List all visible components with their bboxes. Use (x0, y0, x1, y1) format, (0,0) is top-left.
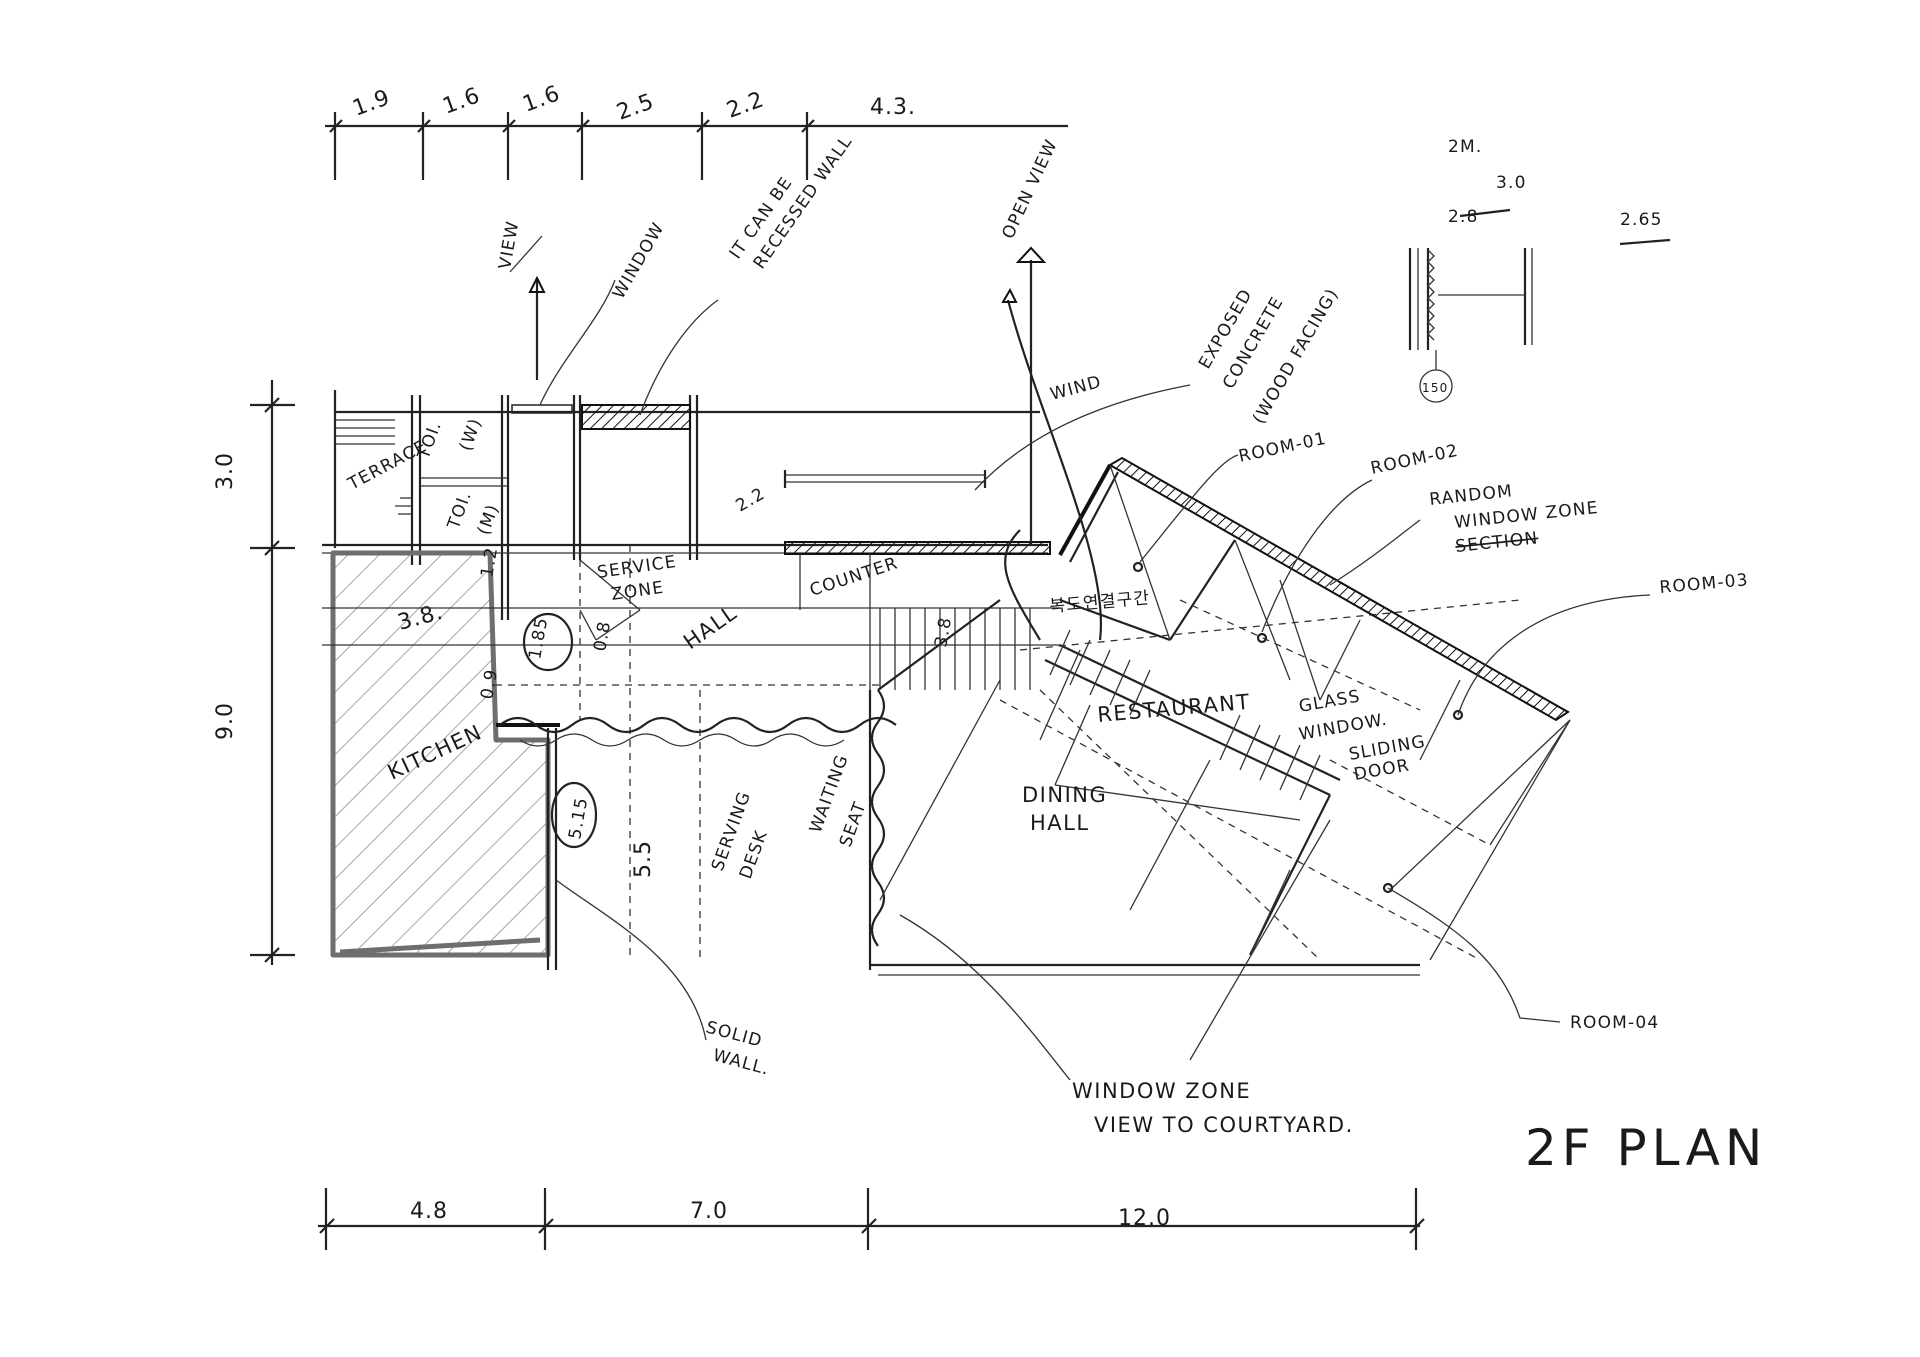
drawing-title: 2F PLAN (1525, 1119, 1767, 1177)
left-dim-bottom: 9.0 (213, 702, 238, 740)
recessed-leader (639, 299, 719, 416)
top-dimension-line (325, 112, 1068, 180)
dim-5-5: 5.5 (631, 840, 656, 878)
window-zone-leader (899, 914, 1071, 1081)
top-dim-5: 2.2 (724, 87, 768, 123)
window-leader (539, 279, 616, 406)
dim-0-8: 0.8 (590, 619, 615, 653)
toilet-m-label: TOI. (444, 488, 476, 532)
solid-wall-leader (555, 879, 707, 1041)
dining-wing (870, 599, 1571, 976)
room01-leader (1139, 454, 1239, 563)
glass-window-label-1: GLASS (1297, 686, 1362, 717)
detail-right-label: 2.65 (1620, 210, 1663, 230)
toilet-m-sub: (M) (474, 501, 504, 537)
dining-hall-label-1: DINING (1022, 783, 1107, 807)
detail-a-label: 2.8 (1448, 207, 1479, 227)
solid-wall-label-1: SOLID (704, 1018, 765, 1052)
top-dim-3: 1.6 (520, 81, 564, 117)
top-dim-6: 4.3. (870, 95, 916, 120)
window-label: WINDOW (609, 219, 669, 303)
top-dim-1: 1.9 (350, 85, 394, 121)
room03-leader (1457, 594, 1651, 716)
toilet-w-sub: (W) (456, 415, 486, 453)
bottom-dimension-line (318, 1188, 1425, 1250)
dim-circle-5-15 (550, 781, 598, 849)
view-label: VIEW (495, 219, 523, 271)
serving-desk-label-2: DESK (736, 827, 772, 881)
dim-0-9: 0.9 (477, 667, 502, 701)
room-04-label: ROOM-04 (1570, 1013, 1659, 1033)
dim-5-15: 5.15 (565, 795, 592, 840)
detail-b-label: 3.0 (1496, 173, 1527, 193)
upper-rooms (322, 390, 1048, 620)
dining-hall-label-2: HALL (1030, 811, 1090, 835)
dim-1-2: 1.2 (477, 545, 502, 579)
toilet-w-label: TOI. (414, 418, 446, 462)
bottom-dim-2: 7.0 (690, 1199, 728, 1224)
waiting-seat-wall (870, 689, 886, 947)
waiting-seat-label-2: SEAT (836, 799, 871, 850)
left-dim-top: 3.0 (213, 452, 238, 490)
room04-leader (1387, 887, 1561, 1023)
room-01-label: ROOM-01 (1237, 429, 1329, 467)
service-zone-label-1: SERVICE (596, 552, 678, 583)
room-03-label: ROOM-03 (1659, 570, 1750, 598)
random-leader (1329, 519, 1421, 586)
rooms-wing (1039, 456, 1571, 1061)
wall-section-detail (1408, 208, 1533, 403)
hall-zone (322, 470, 1060, 960)
open-view-label: OPEN VIEW (998, 136, 1062, 242)
window-zone-label-2: VIEW TO COURTYARD. (1094, 1113, 1354, 1137)
exposed-leader (974, 384, 1191, 491)
counter-label: COUNTER (807, 553, 900, 600)
kitchen-block (330, 550, 560, 970)
curtain-line (499, 716, 897, 734)
left-dimension-line (250, 380, 295, 965)
top-dim-2: 1.6 (440, 83, 484, 119)
room02-leader (1261, 479, 1373, 633)
top-dim-4: 2.5 (614, 89, 658, 125)
view-arrows (528, 246, 1103, 641)
dim-circle-1-85 (522, 612, 574, 672)
bottom-dim-3: 12.0 (1118, 1206, 1171, 1231)
room-02-label: ROOM-02 (1369, 441, 1461, 479)
wind-label: WIND (1048, 372, 1104, 405)
dim-1-85: 1.85 (525, 615, 552, 660)
dim-2-2: 2.2 (733, 484, 770, 517)
window-zone-label-1: WINDOW ZONE (1072, 1079, 1251, 1103)
solid-wall-label-2: WALL. (711, 1046, 772, 1080)
detail-top-label: 2M. (1448, 137, 1483, 157)
dim-3-8-hall: 3.8 (931, 615, 956, 649)
detail-circle-label: 150 (1422, 381, 1449, 395)
service-zone-label-2: ZONE (610, 578, 666, 605)
random-window-label-1: RANDOM (1428, 481, 1513, 510)
section-struck-label: SECTION (1454, 528, 1539, 557)
bottom-dim-1: 4.8 (410, 1199, 448, 1224)
